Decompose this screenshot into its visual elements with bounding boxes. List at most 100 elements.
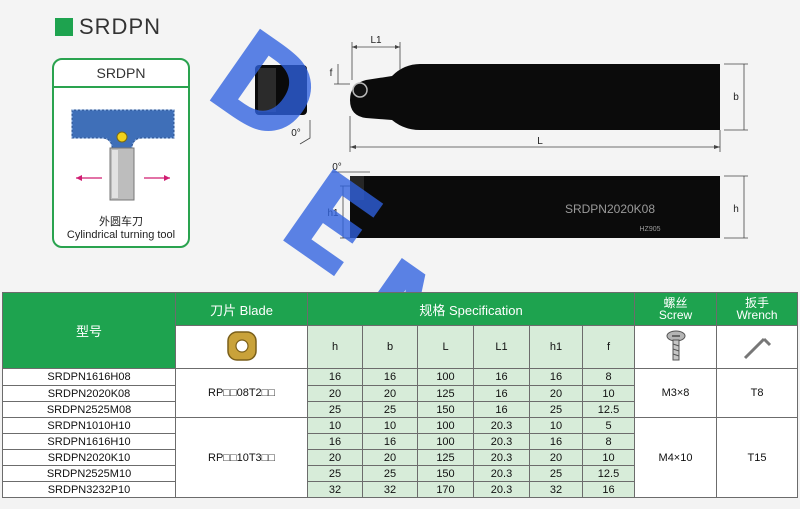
column-L1: L1 bbox=[473, 325, 530, 369]
cell-L1: 20.3 bbox=[473, 449, 530, 466]
title-square-icon bbox=[55, 18, 73, 36]
header-spec-en: Specification bbox=[448, 302, 523, 318]
cell-b: 25 bbox=[362, 465, 418, 482]
header-spec-cn: 规格 bbox=[419, 302, 446, 318]
cell-L1: 20.3 bbox=[473, 465, 530, 482]
dim-L1-label: L1 bbox=[370, 35, 382, 46]
specification-table-area: 型号 刀片 Blade 规格 Specification 螺丝 Screw 扳手… bbox=[0, 292, 800, 509]
table-row-model: SRDPN1010H10 bbox=[2, 417, 176, 434]
table-row-model: SRDPN1616H08 bbox=[2, 368, 176, 386]
cell-f: 10 bbox=[581, 385, 636, 402]
cell-h1: 25 bbox=[529, 401, 583, 418]
wrench-group-2: T15 bbox=[716, 417, 799, 498]
product-title-text: SRDPN bbox=[79, 14, 162, 39]
cell-L: 100 bbox=[417, 417, 474, 434]
column-f: f bbox=[581, 325, 636, 369]
cell-h1: 16 bbox=[529, 368, 583, 386]
cell-f: 10 bbox=[581, 449, 636, 466]
specification-table: 型号 刀片 Blade 规格 Specification 螺丝 Screw 扳手… bbox=[2, 292, 799, 498]
cell-h: 10 bbox=[307, 417, 363, 434]
header-screw-cn: 螺丝 bbox=[663, 296, 688, 310]
cell-h1: 20 bbox=[529, 449, 583, 466]
cell-b: 20 bbox=[362, 385, 418, 402]
operation-caption-cn: 外圆车刀 bbox=[99, 216, 143, 228]
header-wrench: 扳手 Wrench bbox=[716, 292, 799, 326]
cell-L1: 20.3 bbox=[473, 417, 530, 434]
cell-f: 12.5 bbox=[581, 465, 636, 482]
product-title: SRDPN bbox=[55, 14, 161, 40]
cell-L1: 20.3 bbox=[473, 481, 530, 498]
cylindrical-turning-illustration bbox=[71, 109, 175, 201]
cell-h1: 16 bbox=[529, 433, 583, 450]
header-wrench-cn: 扳手 bbox=[745, 296, 770, 310]
blade-group-1: RP□□08T2□□ bbox=[175, 368, 308, 418]
blade-image-cell bbox=[175, 325, 308, 369]
blade-group-2: RP□□10T3□□ bbox=[175, 417, 308, 498]
cell-L: 100 bbox=[417, 433, 474, 450]
screw-group-2: M4×10 bbox=[634, 417, 718, 498]
product-drawing-panel: SRDPN SRDPN 外圆车刀 Cylindrical turning too… bbox=[52, 4, 748, 490]
round-insert-icon bbox=[226, 330, 257, 361]
table-row-model: SRDPN2020K08 bbox=[2, 385, 176, 402]
table-row-model: SRDPN2525M08 bbox=[2, 401, 176, 418]
cell-L: 150 bbox=[417, 465, 474, 482]
screw-image-cell bbox=[634, 325, 718, 369]
cell-L: 125 bbox=[417, 385, 474, 402]
tool-holder-drawing: L1 f b L 0° SRDPN2020K08 HZ905 0° h1 h bbox=[255, 35, 748, 239]
header-screw: 螺丝 Screw bbox=[634, 292, 718, 326]
cell-h: 16 bbox=[307, 368, 363, 386]
column-h1: h1 bbox=[529, 325, 583, 369]
cell-L: 150 bbox=[417, 401, 474, 418]
dim-b-label: b bbox=[733, 92, 739, 103]
table-row-model: SRDPN1616H10 bbox=[2, 433, 176, 450]
cell-f: 5 bbox=[581, 417, 636, 434]
header-blade: 刀片 Blade bbox=[175, 292, 308, 326]
cell-h: 20 bbox=[307, 385, 363, 402]
cell-h1: 10 bbox=[529, 417, 583, 434]
holder-marking: SRDPN2020K08 bbox=[565, 202, 655, 216]
table-row-model: SRDPN3232P10 bbox=[2, 481, 176, 498]
wrench-icon bbox=[743, 337, 772, 359]
cell-f: 8 bbox=[581, 368, 636, 386]
operation-caption: 外圆车刀 Cylindrical turning tool bbox=[54, 216, 188, 242]
insert-detail bbox=[255, 65, 307, 115]
table-row-model: SRDPN2525M10 bbox=[2, 465, 176, 482]
cell-h: 25 bbox=[307, 401, 363, 418]
dim-h1-label: h1 bbox=[327, 208, 339, 219]
cell-b: 10 bbox=[362, 417, 418, 434]
cell-L1: 16 bbox=[473, 401, 530, 418]
column-L: L bbox=[417, 325, 474, 369]
cell-b: 20 bbox=[362, 449, 418, 466]
cell-b: 32 bbox=[362, 481, 418, 498]
cell-h: 16 bbox=[307, 433, 363, 450]
angle-top-label: 0° bbox=[291, 128, 301, 139]
wrench-group-1: T8 bbox=[716, 368, 799, 418]
column-b: b bbox=[362, 325, 418, 369]
cell-f: 12.5 bbox=[581, 401, 636, 418]
header-screw-en: Screw bbox=[658, 308, 693, 322]
cell-L1: 16 bbox=[473, 368, 530, 386]
header-specification: 规格 Specification bbox=[306, 292, 636, 326]
cell-h: 20 bbox=[307, 449, 363, 466]
cell-b: 16 bbox=[362, 368, 418, 386]
cell-h: 25 bbox=[307, 465, 363, 482]
cell-h1: 25 bbox=[529, 465, 583, 482]
side-view-holder: SRDPN2020K08 HZ905 bbox=[350, 176, 720, 238]
header-model: 型号 bbox=[2, 292, 176, 369]
column-h: h bbox=[307, 325, 363, 369]
cell-b: 25 bbox=[362, 401, 418, 418]
holder-code: HZ905 bbox=[639, 226, 660, 233]
table-row-model: SRDPN2020K10 bbox=[2, 449, 176, 466]
angle-side-label: 0° bbox=[332, 162, 342, 173]
cell-h: 32 bbox=[307, 481, 363, 498]
cell-L1: 16 bbox=[473, 385, 530, 402]
dim-f-label: f bbox=[330, 68, 333, 79]
screw-group-1: M3×8 bbox=[634, 368, 718, 418]
wrench-image-cell bbox=[716, 325, 799, 369]
operation-caption-en: Cylindrical turning tool bbox=[66, 229, 176, 241]
screw-icon bbox=[666, 330, 686, 360]
cell-f: 8 bbox=[581, 433, 636, 450]
operation-card-title: SRDPN bbox=[54, 60, 188, 88]
dim-L-label: L bbox=[537, 136, 543, 147]
cell-h1: 32 bbox=[529, 481, 583, 498]
